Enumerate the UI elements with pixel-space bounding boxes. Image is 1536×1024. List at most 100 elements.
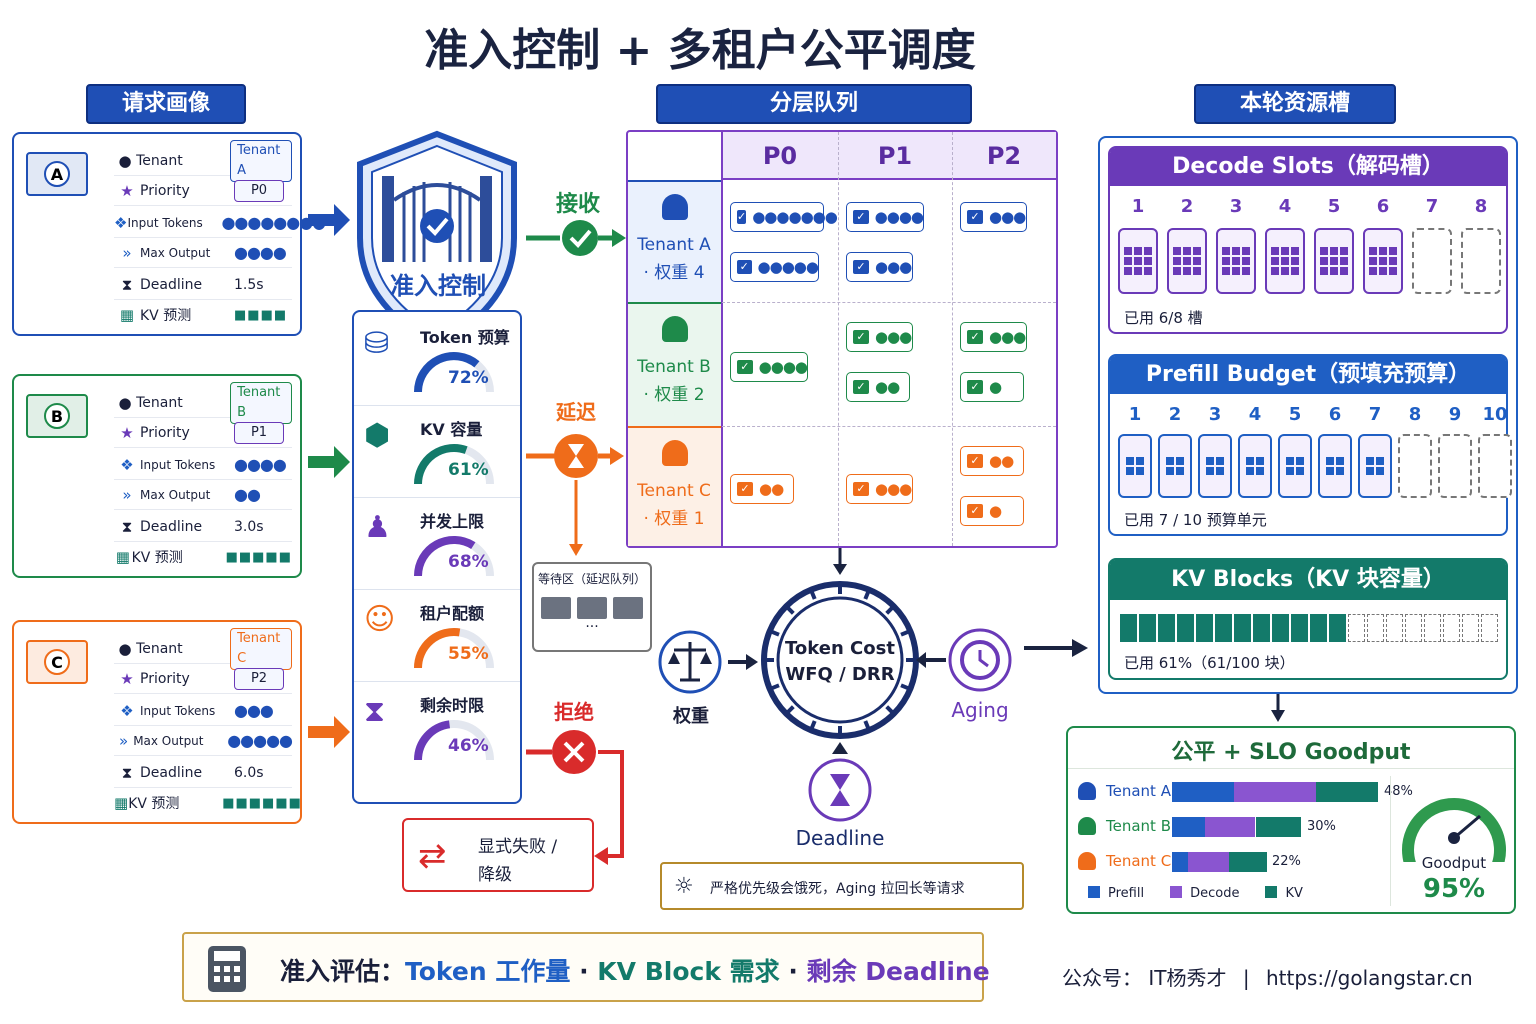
queued-request[interactable]: ✓●●● — [960, 202, 1027, 232]
kv-predict-label: KV 预测 — [140, 308, 192, 324]
delay-arrow — [526, 434, 624, 556]
legend-swatch — [1170, 886, 1183, 898]
priority-tag: P1 — [234, 421, 284, 444]
bar-kv — [1256, 817, 1301, 837]
priority-label: Priority — [140, 424, 190, 441]
legend-label: KV — [1285, 886, 1303, 901]
kv-block-used — [1234, 614, 1251, 642]
kv-block-used — [1177, 614, 1194, 642]
check-icon: ✓ — [967, 454, 983, 468]
section-header-profile: 请求画像 — [86, 84, 246, 124]
bar-kv — [1229, 852, 1267, 872]
gauge-arc — [414, 352, 494, 393]
bar-decode — [1234, 782, 1316, 802]
deadline-label: Deadline — [140, 518, 203, 535]
check-icon: ✓ — [737, 360, 753, 374]
user-icon — [1078, 817, 1096, 835]
kv-panel: KV Blocks（KV 块容量） 已用 61%（61/100 块） — [1108, 558, 1508, 680]
kv-block-used — [1272, 614, 1289, 642]
user-quota-icon: ☺ — [364, 602, 396, 637]
admission-gauge: ⬢ KV 容量 61% — [354, 406, 520, 498]
deadline-label: Deadline — [140, 764, 203, 781]
calculator-icon — [208, 946, 246, 992]
fail-line1: 显式失败 / — [478, 837, 558, 857]
request-size-dots: ●●●● — [874, 208, 924, 226]
gauge-value: 72% — [448, 368, 489, 388]
max-output-label: Max Output — [140, 487, 211, 502]
max-output-label: Max Output — [140, 245, 211, 260]
deadline-label: Deadline — [140, 276, 203, 293]
queued-request[interactable]: ✓●● — [730, 474, 794, 504]
footer-eval-text: 准入评估：Token 工作量 · KV Block 需求 · 剩余 Deadli… — [280, 952, 990, 988]
kv-block-free — [1424, 614, 1441, 642]
kv-predict-blocks: ■■■■■■ — [222, 795, 302, 811]
queued-request[interactable]: ✓● — [960, 372, 1024, 402]
slot-number: 1 — [1131, 196, 1145, 217]
mail-icons — [534, 597, 650, 619]
bar-kv — [1316, 782, 1378, 802]
slot-used — [1363, 228, 1403, 294]
shield-gate-icon — [357, 130, 517, 348]
priority-tag: P0 — [234, 179, 284, 202]
queued-request[interactable]: ✓●●●●●●● — [730, 202, 838, 232]
user-icon — [662, 316, 688, 342]
queued-request[interactable]: ✓ ●●●● — [730, 352, 808, 382]
user-icon — [1078, 852, 1096, 870]
queued-request[interactable]: ✓●● — [846, 372, 910, 402]
aging-input — [916, 628, 1012, 692]
request-size-dots: ●●●● — [758, 358, 808, 376]
input-tokens-label: Input Tokens — [140, 703, 216, 718]
envelope-icon: C — [26, 640, 88, 684]
tenant-label: Tenant — [136, 640, 183, 657]
queued-request[interactable]: ✓●●● — [846, 322, 913, 352]
gauge-arc — [414, 444, 494, 485]
legend-item: Prefill — [1088, 886, 1144, 901]
footer-sep1: · — [579, 957, 589, 986]
queued-request[interactable]: ✓●● — [960, 446, 1024, 476]
deadline-input — [808, 742, 872, 822]
kv-block-used — [1310, 614, 1327, 642]
delay-label: 延迟 — [556, 400, 596, 424]
admission-gauge: ⧗ 剩余时限 46% — [354, 682, 520, 774]
deadline-value: 6.0s — [234, 764, 264, 781]
slot-used — [1358, 434, 1392, 498]
queue-row-tenant: Tenant C — [637, 481, 711, 501]
footer-token: Token 工作量 — [405, 957, 571, 986]
admission-checks-panel: ⛁ Token 预算 72% ⬢ KV 容量 61% ♟ 并发上限 68% ☺ … — [352, 310, 522, 804]
hourglass-icon: ⧗ — [364, 694, 386, 729]
kv-predict-label: KV 预测 — [131, 550, 183, 566]
goodput-gauge-value: 95% — [1422, 874, 1486, 904]
max-output-dots: ●●●● — [234, 243, 287, 262]
request-size-dots: ●● — [759, 480, 784, 498]
check-icon: ✓ — [853, 210, 869, 224]
queue-row-weight: · 权重 1 — [643, 509, 705, 529]
user-icon: ● — [118, 639, 132, 658]
scheduler-wheel — [761, 581, 919, 739]
queued-request[interactable]: ✓● — [960, 496, 1024, 526]
legend-item: Decode — [1170, 886, 1239, 901]
slot-used — [1118, 434, 1152, 498]
queued-request[interactable]: ✓ ●●●● — [846, 202, 924, 232]
credit-sep: | — [1242, 966, 1250, 990]
decode-title: Decode Slots（解码槽） — [1110, 148, 1506, 186]
kv-block-free — [1367, 614, 1384, 642]
kv-block-used — [1196, 614, 1213, 642]
credit-url[interactable]: https://golangstar.cn — [1265, 966, 1473, 990]
mail-icon — [541, 597, 571, 619]
queued-request[interactable]: ✓●●●●● — [730, 252, 819, 282]
queued-request[interactable]: ✓●●● — [846, 474, 913, 504]
accept-label: 接收 — [556, 192, 601, 217]
envelope-letter: C — [44, 649, 70, 675]
priority-label: Priority — [140, 182, 190, 199]
legend-label: Prefill — [1108, 886, 1145, 901]
kv-block-free — [1462, 614, 1479, 642]
user-icon: ● — [118, 393, 132, 412]
queued-request[interactable]: ✓●●● — [846, 252, 913, 282]
check-icon: ✓ — [967, 504, 983, 518]
tenant-label: Tenant — [136, 394, 183, 411]
queued-request[interactable]: ✓●●● — [960, 322, 1027, 352]
envelope-icon: A — [26, 152, 88, 196]
